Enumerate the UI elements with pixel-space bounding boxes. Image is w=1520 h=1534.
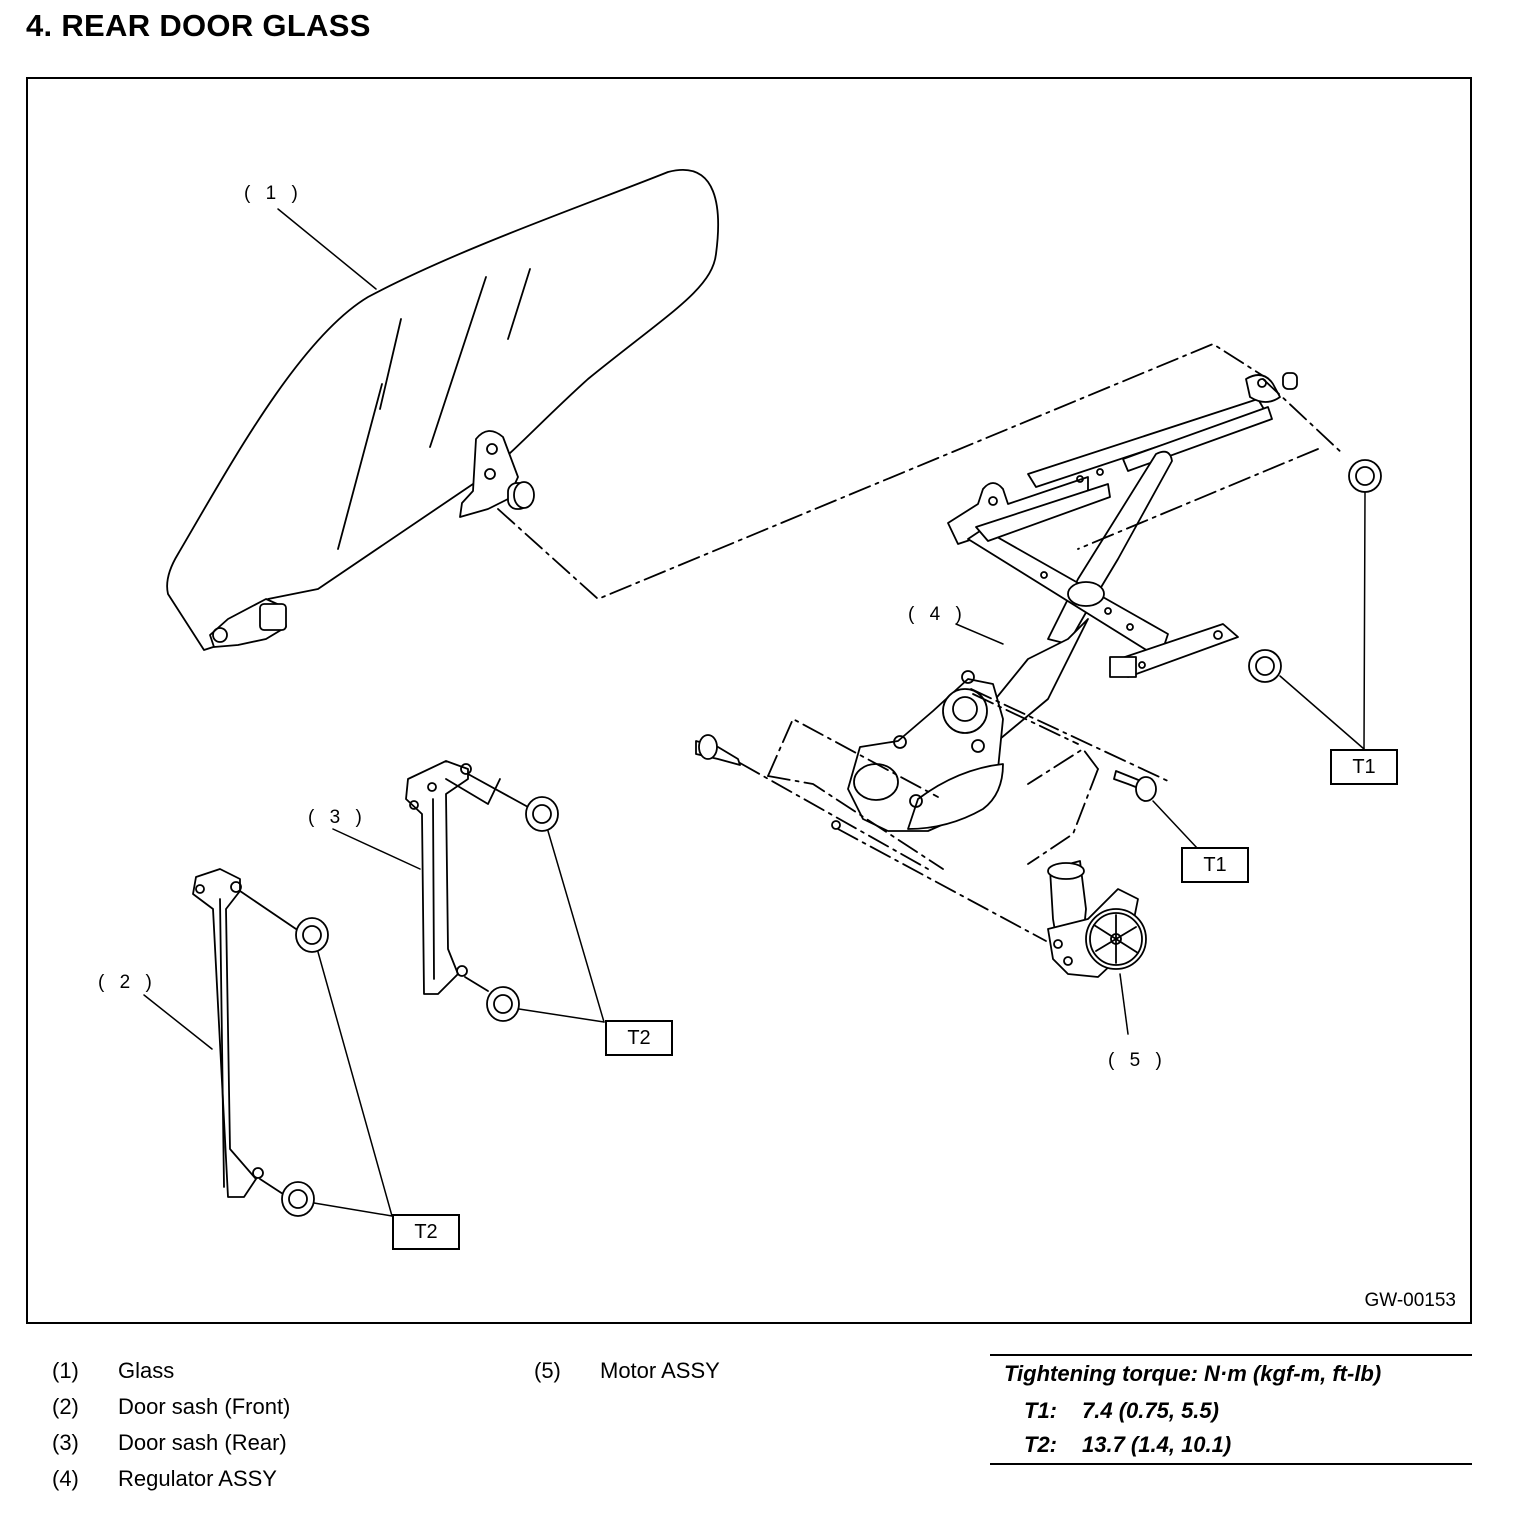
legend-number: (5) <box>534 1358 561 1383</box>
leader-lines <box>143 208 1366 1217</box>
legend-item: (2) Door sash (Front) <box>52 1394 452 1430</box>
bolt-left <box>695 734 929 870</box>
parts-legend-col2: (5) Motor ASSY <box>534 1358 834 1394</box>
torque-row: T2: 13.7 (1.4, 10.1) <box>1024 1432 1231 1458</box>
nut-t2-rear-lower <box>486 986 520 1022</box>
legend-number: (3) <box>52 1430 79 1455</box>
legend-text: Regulator ASSY <box>118 1466 277 1491</box>
nut-t1-lower <box>1248 649 1282 683</box>
figure-code: GW-00153 <box>1364 1290 1456 1311</box>
legend-item: (5) Motor ASSY <box>534 1358 834 1394</box>
legend-item: (4) Regulator ASSY <box>52 1466 452 1502</box>
callout-glass: ( 1 ) <box>244 183 303 204</box>
torque-value: 13.7 (1.4, 10.1) <box>1082 1432 1232 1457</box>
nut-t2-rear-upper <box>525 796 559 832</box>
callout-door-sash-front: ( 2 ) <box>98 972 157 993</box>
torque-label-t1-lower: T1 <box>1181 847 1249 883</box>
callout-door-sash-rear: ( 3 ) <box>308 807 367 828</box>
nut-t2-front-upper <box>295 917 329 953</box>
exploded-view-drawing <box>143 169 1382 1217</box>
regulator-part <box>831 372 1298 832</box>
legend-item: (1) Glass <box>52 1358 452 1394</box>
nut-t2-front-lower <box>281 1181 315 1217</box>
nut-t1-upper <box>1348 459 1382 493</box>
torque-label-t2-front: T2 <box>392 1214 460 1250</box>
legend-item: (3) Door sash (Rear) <box>52 1430 452 1466</box>
bolt-right <box>1113 770 1157 802</box>
glass-part <box>166 169 720 651</box>
page-title: 4. REAR DOOR GLASS <box>26 8 371 43</box>
torque-label-t2-rear: T2 <box>605 1020 673 1056</box>
legend-text: Door sash (Rear) <box>118 1430 287 1455</box>
callout-regulator: ( 4 ) <box>908 604 967 625</box>
legend-text: Motor ASSY <box>600 1358 720 1383</box>
torque-table: Tightening torque: N·m (kgf-m, ft-lb) T1… <box>990 1354 1472 1465</box>
torque-label-t1-right: T1 <box>1330 749 1398 785</box>
motor-part <box>837 828 1147 978</box>
torque-row: T1: 7.4 (0.75, 5.5) <box>1024 1398 1219 1424</box>
torque-value: 7.4 (0.75, 5.5) <box>1082 1398 1219 1423</box>
parts-legend: (1) Glass (2) Door sash (Front) (3) Door… <box>52 1358 452 1502</box>
door-sash-front-part <box>192 868 297 1198</box>
legend-number: (1) <box>52 1358 79 1383</box>
alignment-line-glass <box>497 343 1269 600</box>
legend-text: Door sash (Front) <box>118 1394 291 1419</box>
legend-number: (2) <box>52 1394 79 1419</box>
legend-text: Glass <box>118 1358 175 1383</box>
torque-key: T2: <box>1024 1432 1057 1457</box>
callout-motor: ( 5 ) <box>1108 1050 1167 1071</box>
legend-number: (4) <box>52 1466 79 1491</box>
alignment-box-regulator <box>767 378 1344 870</box>
torque-key: T1: <box>1024 1398 1057 1423</box>
door-sash-rear-part <box>405 760 529 995</box>
exploded-view-figure: ( 1 ) ( 2 ) ( 3 ) ( 4 ) ( 5 ) T1 T1 T2 T… <box>26 77 1472 1324</box>
torque-header: Tightening torque: N·m (kgf-m, ft-lb) <box>1004 1361 1382 1386</box>
